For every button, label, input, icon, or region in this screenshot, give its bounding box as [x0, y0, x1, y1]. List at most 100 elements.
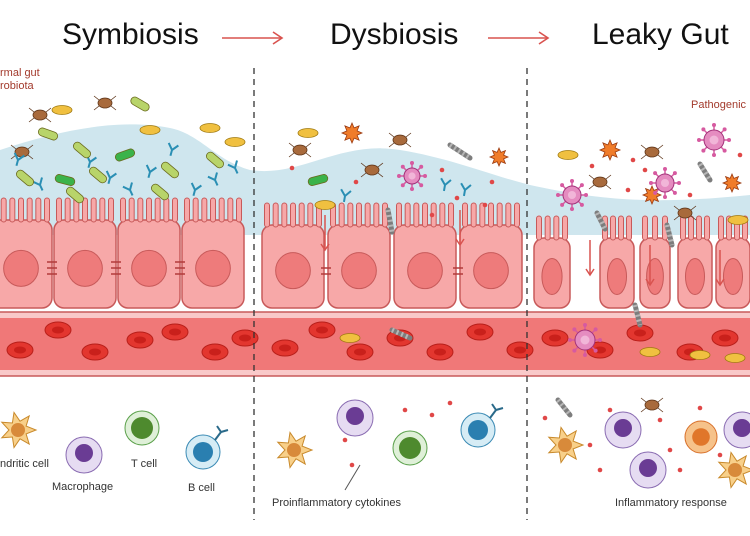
virus-spike-tip	[572, 348, 577, 353]
t-cell-nucleus	[399, 437, 421, 459]
cytokine-dot	[542, 415, 548, 421]
flagellum	[27, 154, 34, 160]
red-blood-cell-center	[169, 328, 181, 336]
virus-spike-tip	[400, 164, 405, 169]
virus-spike-tip	[653, 190, 658, 195]
cytokine-dot	[447, 400, 453, 406]
stage-arrow-head	[272, 31, 284, 45]
antibody	[122, 182, 134, 196]
normal-microbiota-label-2: robiota	[0, 80, 34, 92]
virus-spike-tip	[419, 183, 424, 188]
microvillus	[514, 202, 520, 228]
flagellum	[377, 172, 384, 178]
virus-spike-tip	[727, 138, 731, 142]
flagellum	[360, 162, 367, 168]
microvillus	[290, 202, 296, 228]
cytokine-dot	[687, 192, 693, 198]
microvillus	[99, 197, 106, 223]
microvillus	[718, 215, 724, 241]
virus-spike-tip	[672, 171, 677, 176]
antibody-arm	[32, 177, 44, 191]
virus-spike-tip	[712, 123, 716, 127]
flagellum	[405, 142, 412, 148]
flagellum	[388, 142, 395, 148]
microvillus	[680, 215, 686, 241]
b-cell-nucleus	[468, 420, 488, 440]
oval-bacterium	[314, 200, 336, 210]
oval-bacterium	[557, 150, 579, 160]
blood-vessel	[0, 311, 750, 377]
microvillus	[201, 197, 208, 223]
microvillus	[218, 197, 225, 223]
microvillus	[236, 197, 242, 223]
translocation-arrow-head	[585, 268, 595, 277]
red-blood-cell-center	[239, 334, 251, 342]
dendritic-cell-label: ndritic cell	[0, 458, 49, 470]
microvillus	[35, 197, 42, 223]
virus-spike-tip	[663, 167, 667, 171]
microvillus	[496, 202, 503, 228]
microvillus	[696, 215, 702, 241]
microvillus	[544, 215, 551, 241]
antibody-arm	[440, 177, 452, 192]
antibody-arm	[340, 188, 352, 203]
virus-spike-tip	[583, 323, 587, 327]
flagellum	[657, 397, 664, 403]
flagellum	[588, 184, 595, 190]
red-blood-cell-center	[279, 344, 291, 352]
rod-bacterium	[16, 169, 34, 187]
rod-bacterium	[54, 174, 76, 186]
macrophage-nucleus	[733, 419, 750, 437]
flagellum	[657, 154, 664, 160]
virus-spike-tip	[579, 183, 584, 188]
microvillus	[439, 202, 446, 228]
virus-spike-tip	[583, 353, 587, 357]
cytokine-dot	[489, 179, 495, 185]
flagellum	[690, 215, 697, 221]
virus-core	[709, 135, 719, 145]
rod-bacterium	[307, 174, 329, 186]
microvillus	[462, 202, 468, 228]
microvillus	[264, 202, 270, 228]
virus-spike-tip	[663, 195, 667, 199]
cytokine-dot	[630, 157, 636, 163]
antibody	[32, 177, 44, 191]
flagellum	[605, 184, 612, 190]
oval-bacterium	[639, 347, 661, 357]
virus-spike-tip	[697, 138, 701, 142]
microvillus	[137, 197, 144, 223]
nucleus	[131, 249, 167, 287]
antibody	[167, 142, 179, 157]
virus-spike-tip	[593, 327, 598, 332]
virus-core	[660, 178, 670, 188]
rod-bacterium	[66, 186, 84, 204]
nucleus	[646, 258, 664, 295]
antibody	[190, 182, 202, 197]
proinflammatory-cytokines-label: Proinflammatory cytokines	[272, 497, 401, 509]
stage-title-leaky-gut: Leaky Gut	[592, 18, 729, 51]
microvillus	[470, 202, 477, 228]
oval-bacterium	[297, 128, 319, 138]
virus-spike-tip	[419, 164, 424, 169]
virus-core	[567, 190, 577, 200]
flagellum	[93, 95, 100, 101]
flagellum	[45, 117, 52, 123]
microvillus	[56, 197, 62, 223]
cytokine-dot	[342, 437, 348, 443]
immune-cell-nucleus	[692, 428, 710, 446]
red-blood-cell-center	[134, 336, 146, 344]
microvillus	[626, 215, 632, 241]
flagellum	[673, 215, 680, 221]
spiky-bacterium	[721, 172, 743, 194]
microvillus	[9, 197, 16, 223]
dendritic-cell-nucleus	[287, 443, 301, 457]
microvillus	[505, 202, 512, 228]
cytokine-dot	[587, 442, 593, 448]
flagellum	[288, 142, 295, 148]
microvillus	[479, 202, 486, 228]
flagellum	[640, 154, 647, 160]
t-cell-label: T cell	[131, 458, 158, 470]
flagellum	[377, 162, 384, 168]
flagellum	[657, 407, 664, 413]
segment-marks	[556, 398, 572, 417]
